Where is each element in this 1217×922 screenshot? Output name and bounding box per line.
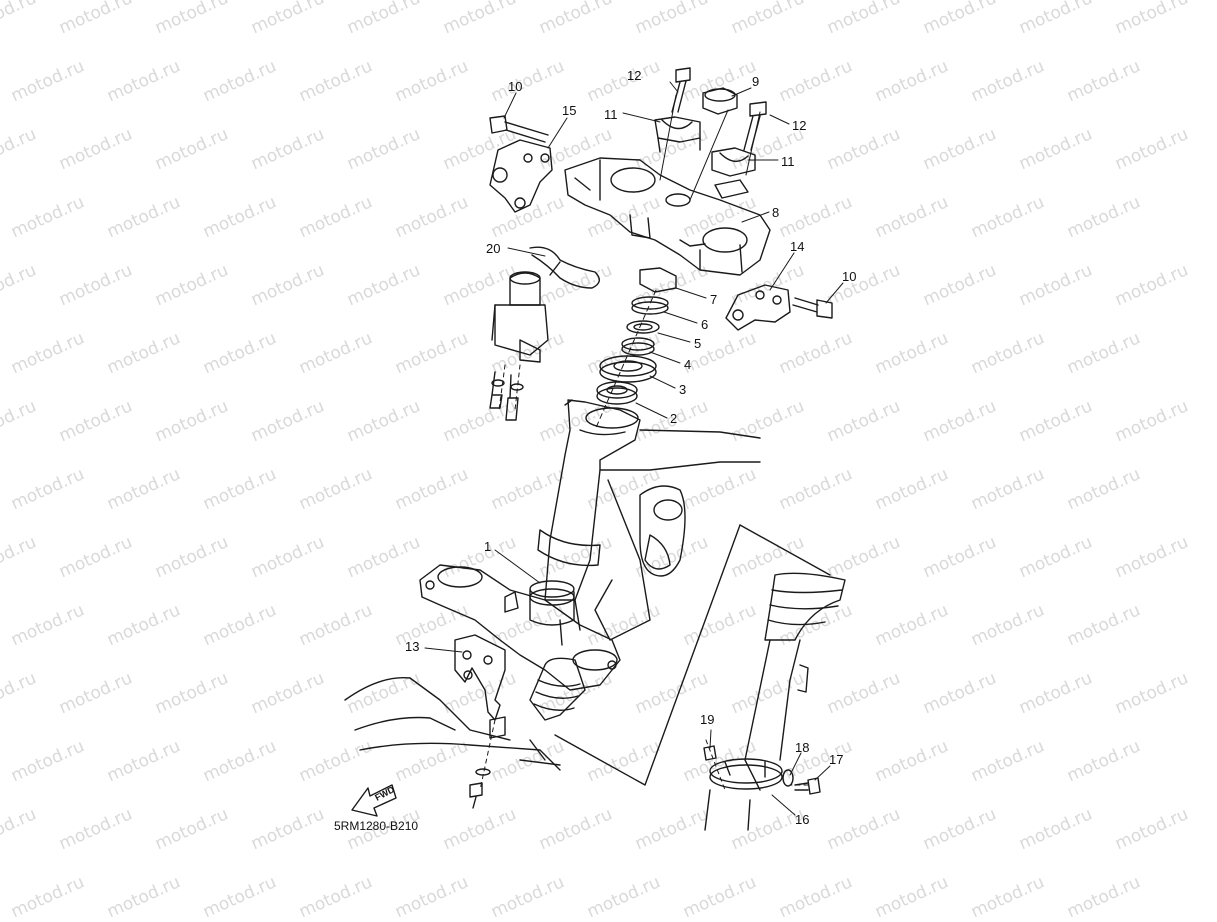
handlebar-holder-right xyxy=(711,147,756,199)
fender-part xyxy=(344,676,561,771)
callout-10: 10 xyxy=(842,269,857,284)
callout-10: 10 xyxy=(508,79,523,94)
fork-assembly-part xyxy=(704,572,846,831)
main-switch-part xyxy=(489,271,549,421)
diagram-code: 5RM1280-B210 xyxy=(334,819,419,833)
callout-14: 14 xyxy=(790,239,805,254)
callout-6: 6 xyxy=(701,317,709,332)
callout-1: 1 xyxy=(484,539,492,554)
fork-clamp-part xyxy=(709,758,783,790)
washer-part xyxy=(626,320,660,334)
upper-bracket-part xyxy=(564,157,771,276)
bolt-part xyxy=(792,297,833,319)
cap-nut-part xyxy=(702,87,738,115)
ring-nut-part xyxy=(631,296,669,315)
fork-boot-part xyxy=(529,657,586,721)
callout-4: 4 xyxy=(684,357,692,372)
callout-16: 16 xyxy=(795,812,810,827)
bolt-part xyxy=(671,67,691,113)
ring-nut-part xyxy=(621,337,655,356)
ring-nut-part xyxy=(639,267,677,293)
under-bracket-part xyxy=(419,564,621,691)
callout-19: 19 xyxy=(700,712,715,727)
bracket-part xyxy=(489,139,553,213)
bolt-part xyxy=(489,115,549,143)
reference-outline xyxy=(554,524,831,786)
callout-12: 12 xyxy=(792,118,807,133)
bearing-part xyxy=(596,381,638,405)
callout-8: 8 xyxy=(772,205,780,220)
callout-11: 11 xyxy=(604,107,618,122)
nut-part xyxy=(703,745,717,761)
callout-17: 17 xyxy=(829,752,844,767)
frame-head-pipe xyxy=(537,399,761,641)
callout-7: 7 xyxy=(710,292,718,307)
callout-20: 20 xyxy=(486,241,501,256)
washer-part xyxy=(782,769,794,787)
bearing-cover-part xyxy=(599,355,657,383)
wire-clip-part xyxy=(529,246,600,289)
forward-arrow-icon: FWD xyxy=(351,784,397,817)
headlight-bracket-part xyxy=(454,634,506,809)
bolt-part xyxy=(794,777,821,795)
callout-18: 18 xyxy=(795,740,810,755)
callout-2: 2 xyxy=(670,411,678,426)
callout-11: 11 xyxy=(781,154,795,169)
bracket-part xyxy=(725,284,791,331)
handlebar-holder-left xyxy=(654,116,701,153)
callout-9: 9 xyxy=(752,74,760,89)
callout-12: 12 xyxy=(627,68,642,83)
callout-5: 5 xyxy=(694,336,702,351)
callout-3: 3 xyxy=(679,382,687,397)
bolt-part xyxy=(743,101,767,151)
callout-13: 13 xyxy=(405,639,420,654)
callout-15: 15 xyxy=(562,103,577,118)
